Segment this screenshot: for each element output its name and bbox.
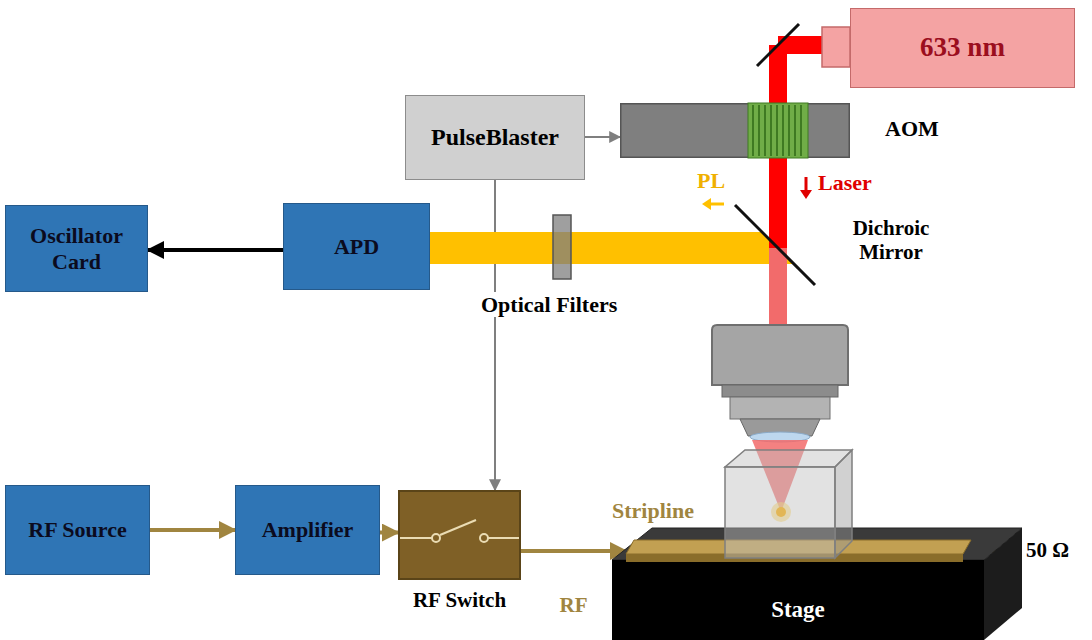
beam-direction-arrow [805,177,808,192]
objective-lens [730,397,830,419]
beam-label: Laser [818,170,872,195]
aom-crystal [758,105,760,156]
beam-label: PL [697,168,725,193]
aom-crystal [752,105,754,156]
optical-filter [553,215,571,279]
objective-lens [712,325,848,385]
beam-direction-arrow [800,190,812,199]
signal-label: RF [560,593,588,617]
instrument-box: RF Source [5,485,150,575]
switch-symbol [432,534,440,542]
stripline: Stripline [626,540,971,562]
beam-direction-arrow [702,198,711,210]
mirror [757,24,799,66]
part-label: Optical Filters [478,292,620,317]
sample-cube [835,450,852,558]
signal-connector [585,136,620,138]
signal-connector [380,531,398,535]
controller-box: PulseBlaster [405,95,585,180]
laser-aperture [822,27,850,67]
switch-symbol [480,534,488,542]
node-text: PulseBlaster [431,124,559,152]
aom-crystal [800,105,802,156]
objective-lens [722,385,838,397]
switch-symbol [400,537,432,539]
instrument-box: Amplifier [235,485,380,575]
beam-direction-arrow [710,203,724,206]
stage-front [612,560,984,640]
laser-source: 633 nm [850,8,1075,88]
sample-cube [725,467,835,558]
node-text: APD [334,234,379,259]
signal-connector [521,549,626,553]
aom-crystal [782,105,784,156]
sample-cube [725,450,852,467]
aom-crystal [794,105,796,156]
signal-connector [494,180,496,490]
laser-beam [769,248,787,333]
laser-beam [769,45,787,105]
node-heading: Stripline [612,498,694,523]
node-text: Oscillator Card [13,223,140,274]
switch-housing [399,491,520,579]
switch-symbol [488,537,519,539]
part-label: Dichroic Mirror [826,216,956,264]
node-text: 633 nm [920,32,1005,63]
node-heading: AOM [885,116,939,141]
signal-connector [150,528,235,532]
aom-crystal [764,105,766,156]
stage-side [984,528,1022,640]
aom-modulator: AOM [620,103,850,158]
aom-crystal [748,103,808,158]
rf-switch-outline [398,490,521,580]
aom-crystal [788,105,790,156]
aom-crystal [770,105,772,156]
node-text: Amplifier [262,517,354,542]
rf-switch: RF Switch [398,490,521,580]
instrument-box: Oscillator Card [5,205,148,292]
node-text: RF Source [28,517,126,542]
dichroic-mirror [735,205,815,285]
aom-modulator-outline [620,103,850,158]
termination-label: 50 Ω [1026,538,1069,562]
node-heading: RF Switch [373,588,546,612]
aom-housing [621,104,850,158]
stripline-outline [626,540,971,562]
switch-symbol [440,520,476,535]
pl-beam [430,232,794,264]
stage-block: Stage Stripline [612,528,1022,640]
aom-crystal [776,105,778,156]
node-heading: Stage [612,580,984,640]
detector-box: APD [283,203,430,290]
laser-beam [769,156,787,248]
signal-connector [148,248,283,252]
